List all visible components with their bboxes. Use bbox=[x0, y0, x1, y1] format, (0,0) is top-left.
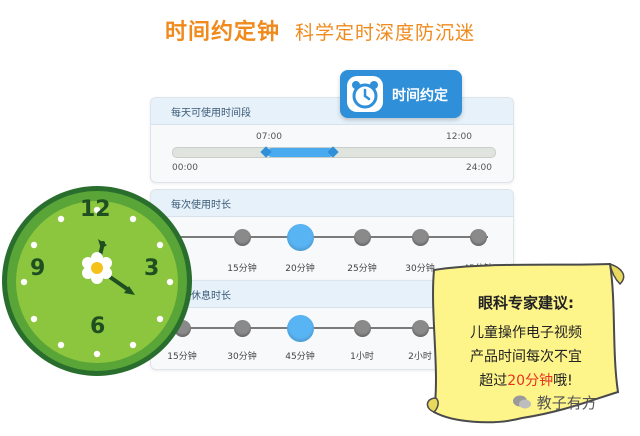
rest-option-label: 2小时 bbox=[408, 352, 432, 362]
rest-option-label: 15分钟 bbox=[167, 352, 197, 362]
clock-number-6: 6 bbox=[90, 314, 106, 339]
rest-option-label: 1小时 bbox=[350, 352, 374, 362]
alarm-clock-icon bbox=[347, 76, 383, 112]
single-use-track bbox=[172, 236, 488, 238]
clock-number-9: 9 bbox=[30, 256, 46, 281]
single-use-option-label: 25分钟 bbox=[347, 264, 377, 274]
page-subtitle: 科学定时深度防沉迷 bbox=[295, 22, 476, 44]
single-use-option-label: 15分钟 bbox=[227, 264, 257, 274]
rest-option-dot[interactable] bbox=[353, 319, 371, 337]
range-fill bbox=[266, 148, 334, 157]
tab-label: 时间约定 bbox=[392, 88, 448, 104]
note-highlight: 20分钟 bbox=[507, 373, 554, 389]
green-clock-illustration bbox=[0, 185, 195, 380]
rest-option-dot[interactable] bbox=[233, 319, 251, 337]
single-use-option-dot[interactable] bbox=[469, 228, 487, 246]
time-agreement-tab[interactable]: 时间约定 bbox=[340, 70, 462, 118]
rest-title: 每次休息时长 bbox=[171, 291, 231, 302]
note-line-2: 产品时间每次不宜 bbox=[470, 349, 582, 365]
watermark-text: 教子有方 bbox=[536, 394, 597, 412]
clock-number-3: 3 bbox=[144, 256, 160, 281]
headline: 时间约定钟 科学定时深度防沉迷 bbox=[0, 14, 640, 46]
single-use-option-dot[interactable] bbox=[411, 228, 429, 246]
single-use-option-dot[interactable] bbox=[286, 223, 314, 251]
note-line-3-pre: 超过 bbox=[479, 373, 508, 389]
single-use-panel: 每次使用时长 bbox=[150, 189, 514, 281]
expert-advice-note: 眼科专家建议: 儿童操作电子视频 产品时间每次不宜 超过20分钟哦! bbox=[422, 262, 630, 430]
range-start-value: 07:00 bbox=[256, 132, 282, 142]
rest-option-dot[interactable] bbox=[286, 314, 314, 342]
range-max-label: 24:00 bbox=[466, 163, 492, 173]
single-use-option-label: 30分钟 bbox=[405, 264, 435, 274]
single-use-option-dot[interactable] bbox=[233, 228, 251, 246]
wechat-icon bbox=[512, 394, 532, 414]
rest-option-dot[interactable] bbox=[411, 319, 429, 337]
note-line-3: 超过20分钟哦! bbox=[422, 370, 630, 390]
daily-period-title: 每天可使用时间段 bbox=[171, 108, 251, 119]
note-line-3-post: 哦! bbox=[553, 373, 573, 389]
note-line-1: 儿童操作电子视频 bbox=[470, 325, 582, 341]
rest-option-label: 30分钟 bbox=[227, 352, 257, 362]
clock-number-12: 12 bbox=[80, 197, 111, 222]
single-use-option-label: 20分钟 bbox=[285, 264, 315, 274]
range-min-label: 00:00 bbox=[172, 163, 198, 173]
watermark: 教子有方 bbox=[512, 392, 597, 414]
single-use-option-dot[interactable] bbox=[353, 228, 371, 246]
page-title: 时间约定钟 bbox=[164, 20, 280, 45]
rest-option-label: 45分钟 bbox=[285, 352, 315, 362]
note-title: 眼科专家建议: bbox=[478, 294, 574, 312]
panel-header bbox=[151, 190, 513, 217]
rest-track bbox=[172, 327, 488, 329]
range-end-value: 12:00 bbox=[446, 132, 472, 142]
single-use-title: 每次使用时长 bbox=[171, 200, 231, 211]
